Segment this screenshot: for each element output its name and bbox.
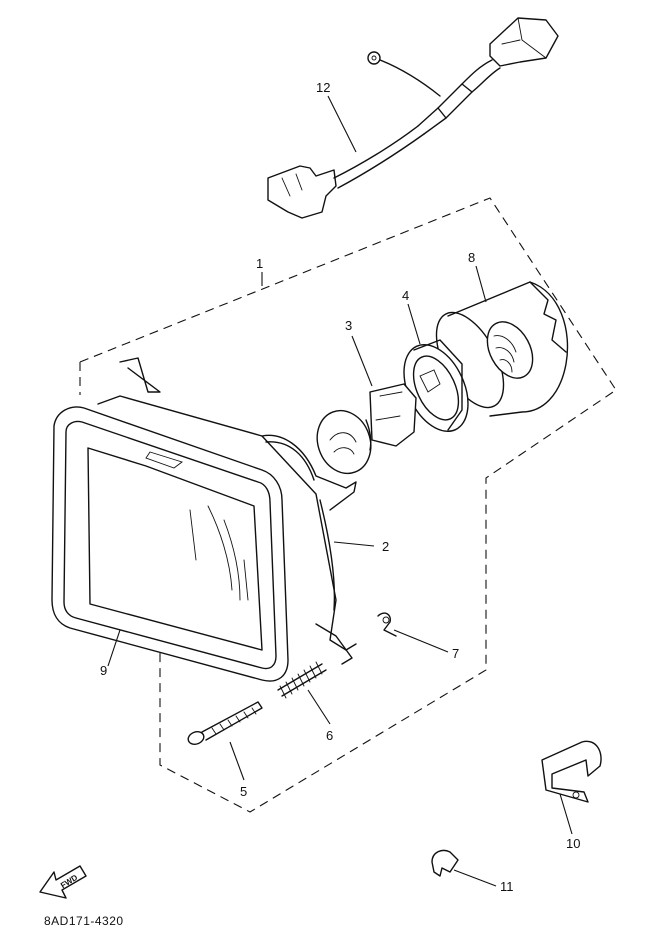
adjusting-screw [187,701,263,745]
part-label-6: 6 [326,728,333,743]
bracket [541,740,602,803]
headlight-rim [51,406,289,682]
part-label-8: 8 [468,250,475,265]
leader-10 [559,793,573,835]
fwd-arrow-icon: FWD [39,865,87,899]
part-label-5: 5 [240,784,247,799]
leader-5 [229,741,245,781]
spring [277,661,327,699]
leader-2 [333,541,375,547]
part-label-2: 2 [382,539,389,554]
leader-11 [453,869,497,887]
part-label-1: 1 [256,256,263,271]
leader-4 [407,303,421,345]
drawing-code: 8AD171-4320 [44,914,124,928]
part-label-11: 11 [500,879,514,894]
leader-7 [393,629,449,653]
part-label-7: 7 [452,646,459,661]
socket-cover [435,281,569,417]
leader-3 [351,335,373,387]
bulb [316,383,417,475]
clip-pin [377,612,397,637]
leader-12 [327,95,357,153]
bulb-holder [403,339,469,433]
clamp [431,849,459,877]
part-label-4: 4 [402,288,409,303]
part-label-9: 9 [100,663,107,678]
part-label-3: 3 [345,318,352,333]
part-label-10: 10 [566,836,580,851]
leader-6 [307,689,331,725]
leader-9 [107,629,121,667]
wiring-harness [267,17,559,219]
leader-8 [475,265,487,303]
headlight-body [97,357,357,665]
assembly-boundary [79,197,617,813]
part-label-12: 12 [316,80,330,95]
